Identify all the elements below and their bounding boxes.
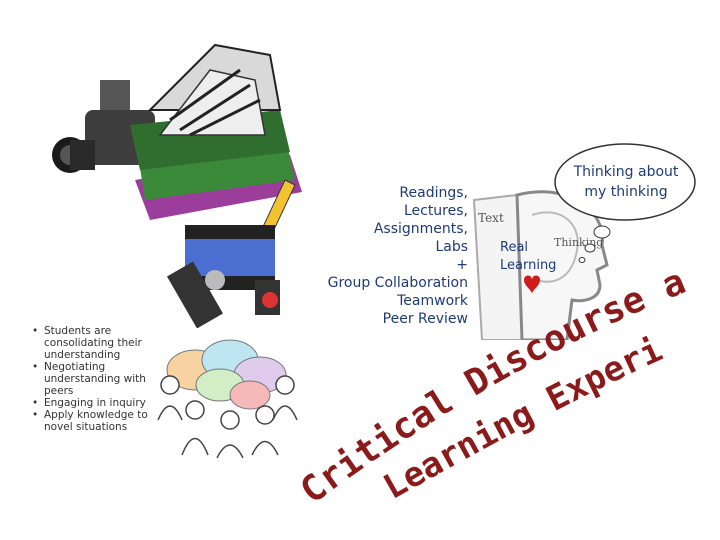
outcomes-bullet-list: Students are consolidating their underst…	[30, 325, 155, 433]
curve-text-line1: Critical Discourse and Reflective	[0, 0, 691, 512]
curve-text-path2: Learning Experiences	[0, 0, 668, 508]
speech-bubbles-icon	[166, 339, 287, 410]
resource-item: Assignments,	[373, 221, 468, 237]
bullet-item: Apply knowledge to novel situations	[30, 409, 155, 433]
film-strip-icon	[167, 225, 280, 328]
bullet-item: Negotiating understanding with peers	[30, 361, 155, 397]
video-camera-icon	[52, 80, 155, 173]
discussion-crowd-illustration	[157, 339, 298, 459]
people-group-icon	[157, 375, 298, 459]
thought-bubble-icon	[554, 143, 696, 263]
head-text-label: Text	[478, 211, 504, 225]
resource-item: Labs	[435, 239, 468, 255]
bubble-line: Thinking about	[573, 164, 679, 180]
curve-text-line2: Learning Experiences	[0, 0, 668, 508]
head-silhouette-icon: Text Thinking	[472, 190, 609, 340]
resource-item: Readings,	[399, 185, 468, 201]
resource-item: Group Collaboration	[327, 275, 468, 291]
resource-item: Peer Review	[382, 311, 468, 327]
bullet-item: Students are consolidating their underst…	[30, 325, 155, 361]
heart-icon	[524, 275, 540, 294]
real-learning-label: Real Learning	[500, 239, 556, 275]
resource-item: Teamwork	[397, 293, 468, 309]
resources-list: Readings, Lectures, Assignments, Labs + …	[300, 184, 468, 328]
thought-bubble-text: Thinking about my thinking	[566, 162, 686, 202]
real-learning-line: Real	[500, 240, 529, 255]
resource-item: +	[456, 257, 468, 273]
resource-item: Lectures,	[403, 203, 468, 219]
curve-text-path1: Critical Discourse and Reflective	[0, 0, 691, 512]
collage-illustration	[52, 43, 302, 328]
books-icon	[130, 43, 302, 220]
bullet-item: Engaging in inquiry	[30, 397, 155, 409]
bubble-line: my thinking	[584, 184, 668, 200]
real-learning-line: Learning	[500, 258, 557, 273]
